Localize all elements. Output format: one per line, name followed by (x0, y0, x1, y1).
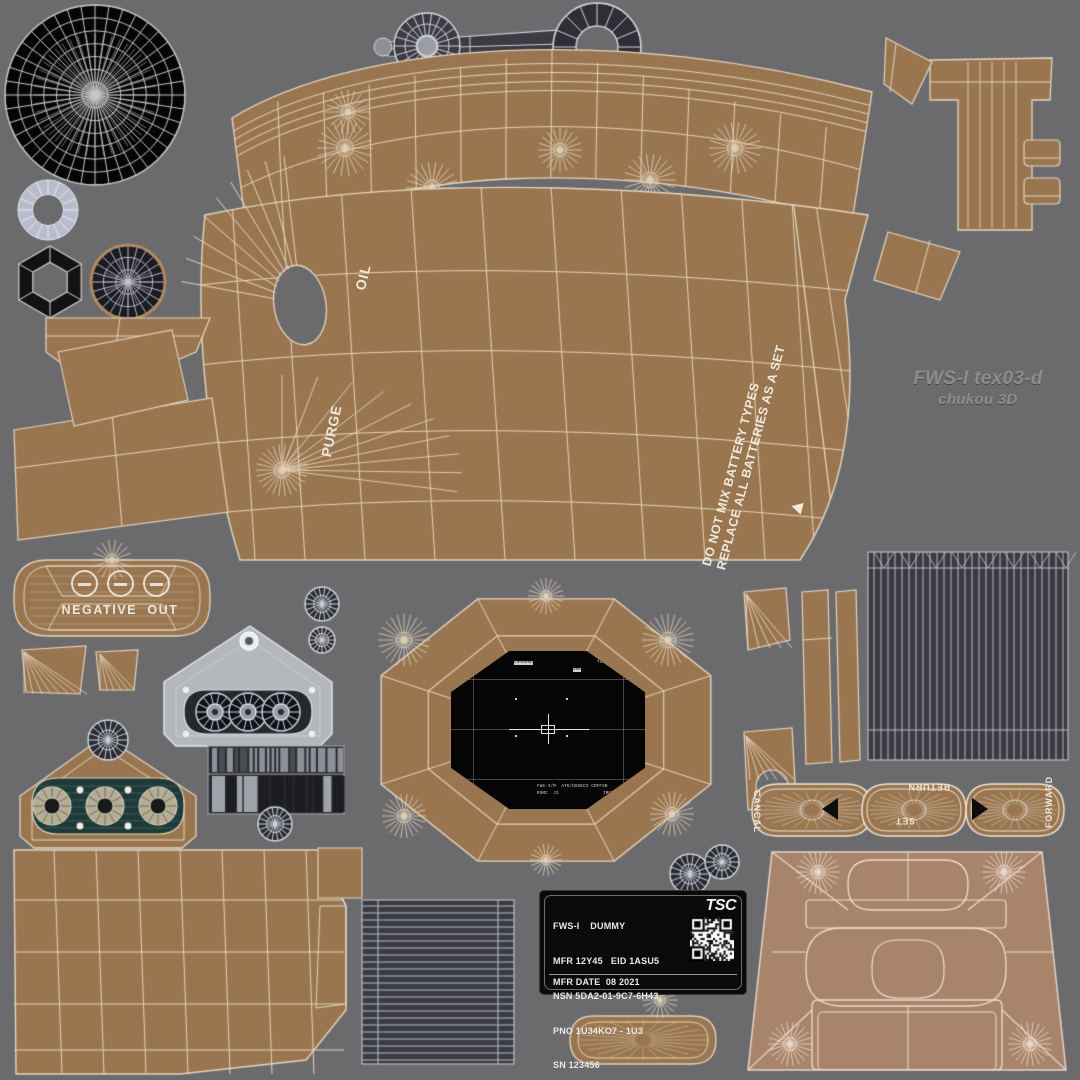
triangle-left-icon (822, 798, 838, 820)
negative-terminal-row (60, 570, 180, 597)
hud-text-top-right-1: SKE (573, 668, 581, 672)
negative-out-group: NEGATIVE OUT (60, 570, 180, 617)
minus-terminal-icon (143, 570, 170, 597)
hud-text-top-mid: CHHHHHD (514, 661, 533, 665)
plate-brand-logo: TSC (706, 897, 737, 915)
hud-text-top-right-2: TCH TrW (597, 661, 619, 665)
negative-out-label: NEGATIVE OUT (60, 603, 180, 617)
hud-text-top-left: 0.2KT.0Hi # (460, 661, 493, 665)
triangle-right-icon (972, 798, 988, 820)
minus-terminal-icon (71, 570, 98, 597)
forward-button-label: FORWARD (1044, 776, 1054, 828)
plate-line: MFR 12Y45 EID 1ASU5 (553, 956, 676, 968)
hud-text-bottom-left: #0 304 (463, 791, 479, 795)
hud-pip (515, 698, 517, 700)
return-button-label: RETURN (908, 782, 950, 792)
hud-text-bottom-right: IMGR GPW (603, 792, 627, 796)
plate-line: PNO 1U34KO7 - 1U3 (553, 1026, 676, 1038)
plate-mfr-date: MFR DATE 08 2021 (553, 977, 640, 987)
plate-line: NSN 5DA2-01-9C7-6H43 (553, 991, 676, 1003)
watermark-title: FWS-I tex03-d (888, 368, 1068, 390)
watermark: FWS-I tex03-d chukou 3D (888, 368, 1068, 408)
watermark-author: chukou 3D (888, 391, 1068, 408)
hud-gridline (451, 679, 645, 680)
hud-gridline (623, 651, 624, 809)
hud-pip (515, 735, 517, 737)
hud-pip (566, 735, 568, 737)
plate-line: SN 123456 (553, 1060, 676, 1072)
data-plate: TSC FWS-I DUMMY MFR 12Y45 EID 1ASU5 NSN … (539, 890, 747, 995)
hud-text-bottom-mid-1: FWS-I/M ATK/DOSKCS COFFSB (537, 785, 608, 789)
minus-terminal-icon (107, 570, 134, 597)
plate-line: FWS-I DUMMY (553, 921, 676, 933)
cancel-button-label: CANCAL (752, 790, 762, 833)
hud-screen-surface: 0.2KT.0Hi # CHHHHHD SKE TCH TrW #0 304 F… (451, 651, 645, 809)
set-button-label: SET (895, 816, 915, 826)
plate-text-block: FWS-I DUMMY MFR 12Y45 EID 1ASU5 NSN 5DA2… (553, 898, 676, 1080)
hud-display: 0.2KT.0Hi # CHHHHHD SKE TCH TrW #0 304 F… (451, 651, 645, 809)
qr-code-icon (690, 917, 734, 961)
hud-gridline (451, 779, 645, 780)
plate-divider (549, 974, 737, 975)
hud-gridline (473, 651, 474, 809)
hud-target-box (541, 725, 555, 734)
hud-text-bottom-mid-2: RSMC J3 (537, 792, 559, 796)
hud-pip (566, 698, 568, 700)
